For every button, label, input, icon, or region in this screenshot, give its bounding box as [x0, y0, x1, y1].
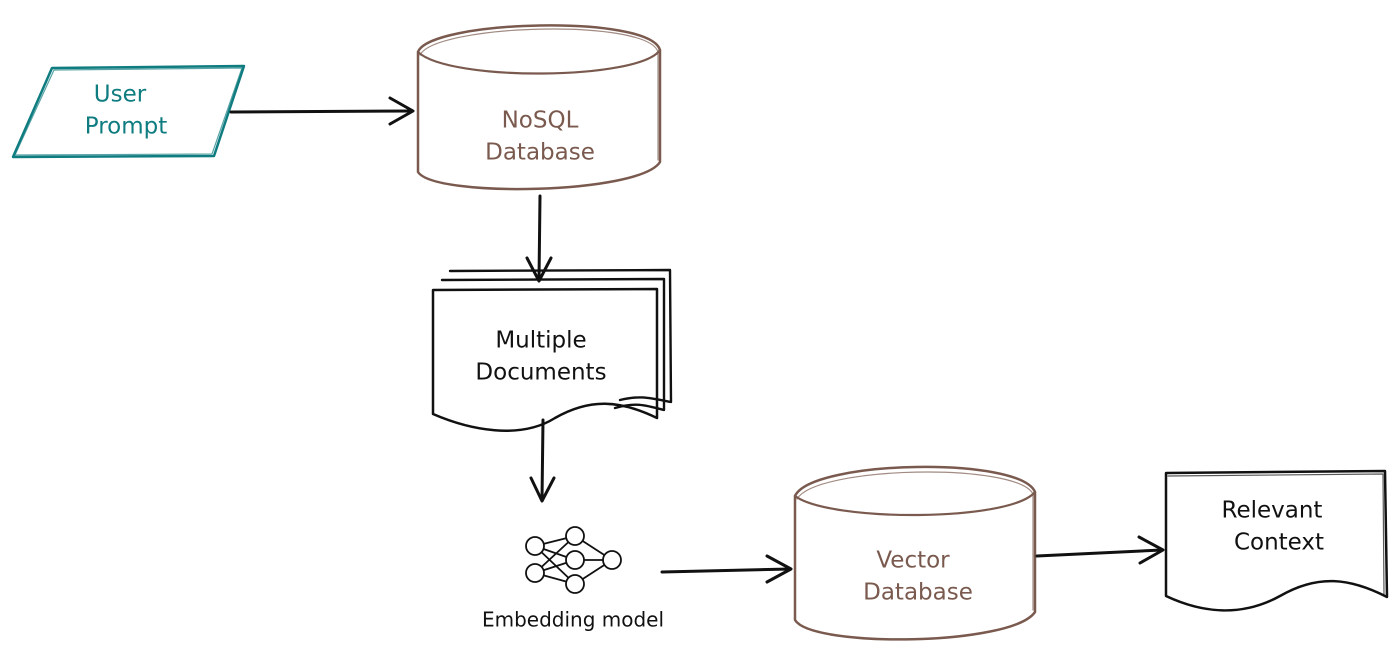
- nosql-database-node: NoSQL Database: [416, 24, 662, 191]
- neural-network-icon: [525, 526, 622, 594]
- nosql-database-shape: [416, 24, 662, 191]
- vector-database-node: Vector Database: [793, 465, 1037, 641]
- relevant-context-label-line2: Context: [1234, 530, 1324, 556]
- documents-shape: [431, 287, 659, 432]
- embedding-model-label: Embedding model: [482, 608, 664, 632]
- arrow-embedding-to-vector: [660, 554, 793, 584]
- relevant-context-shape: [1164, 469, 1389, 612]
- multiple-documents-node: Multiple Documents: [431, 268, 673, 432]
- relevant-context-node: Relevant Context: [1164, 469, 1389, 612]
- arrow-vector-to-context: [1035, 535, 1165, 565]
- nosql-database-label-line2: Database: [485, 140, 595, 166]
- arrow-documents-to-embedding: [529, 418, 556, 503]
- arrow-nosql-to-documents: [525, 194, 553, 283]
- user-prompt-label-line2: Prompt: [85, 114, 168, 140]
- vector-database-shape: [793, 465, 1037, 641]
- user-prompt-shape: [11, 64, 246, 159]
- vector-database-label-line2: Database: [863, 580, 973, 606]
- documents-label-line2: Documents: [475, 360, 606, 386]
- documents-label-line1: Multiple: [495, 328, 586, 354]
- vector-database-label-line1: Vector: [876, 548, 950, 574]
- relevant-context-label-line1: Relevant: [1222, 498, 1323, 524]
- embedding-model-node: Embedding model: [482, 526, 664, 632]
- nosql-database-label-line1: NoSQL: [502, 108, 579, 134]
- user-prompt-label-line1: User: [94, 82, 147, 108]
- user-prompt-node: User Prompt: [11, 64, 246, 159]
- arrow-prompt-to-nosql: [229, 96, 415, 126]
